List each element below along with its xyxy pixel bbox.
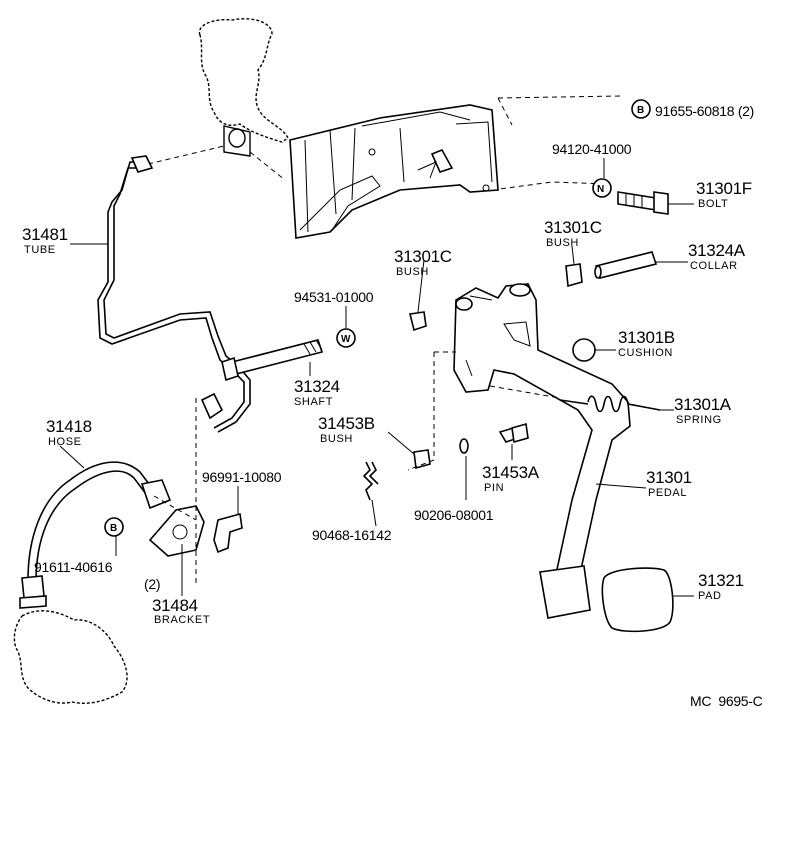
name-31301c-left: BUSH [396, 266, 429, 278]
mark-b-top-label: B [637, 105, 644, 116]
label-31301: 31301 [646, 468, 692, 487]
label-90468: 90468-16142 [312, 527, 392, 543]
cushion-31301b [572, 338, 596, 362]
leader-lines [59, 158, 694, 597]
shaft-31324 [221, 339, 324, 382]
washer-90206 [459, 438, 469, 454]
pin-31453a [498, 422, 529, 444]
spring-31301a [559, 395, 661, 413]
label-31453a: 31453A [482, 463, 540, 482]
label-31301a: 31301A [674, 395, 732, 414]
label-31301f: 31301F [696, 179, 752, 198]
callout-labels: 91655-60818 (2) 94120-41000 31301F BOLT … [22, 103, 763, 709]
dashed-guides-top [147, 95, 621, 191]
qty-91611: (2) [144, 576, 160, 592]
name-31301a: SPRING [676, 414, 722, 426]
label-94531: 94531-01000 [294, 289, 374, 305]
name-31453b: BUSH [320, 433, 353, 445]
label-31301b: 31301B [618, 328, 675, 347]
mark-b-bottom-label: B [110, 523, 117, 534]
nut-94120: N [592, 178, 612, 198]
bracket-31484 [148, 398, 205, 584]
label-31321: 31321 [698, 571, 744, 590]
name-31484: BRACKET [154, 614, 210, 626]
clip-96991 [213, 512, 243, 554]
label-31301c-left: 31301C [394, 247, 452, 266]
pad-31321 [601, 567, 674, 633]
name-31321: PAD [698, 590, 722, 602]
name-31301: PEDAL [648, 487, 687, 499]
label-31484: 31484 [152, 596, 198, 615]
label-31481: 31481 [22, 225, 68, 244]
label-31324a: 31324A [688, 241, 746, 260]
bolt-31301f [617, 191, 669, 215]
mark-b-top: B [631, 99, 651, 119]
bush-31453b [387, 431, 431, 470]
clip-90468 [362, 461, 379, 501]
name-31301f: BOLT [698, 198, 728, 210]
name-31453a: PIN [484, 482, 504, 494]
label-31453b: 31453B [318, 414, 375, 433]
label-31324: 31324 [294, 377, 340, 396]
label-31301c-right: 31301C [544, 218, 602, 237]
washer-mark: W [341, 334, 351, 345]
collar-31324a [594, 251, 658, 279]
hose-31418 [19, 461, 172, 609]
washer-94531: W [336, 328, 356, 348]
slave-cylinder-outline [13, 610, 128, 704]
label-94120: 94120-41000 [552, 141, 632, 157]
name-31324a: COLLAR [690, 260, 738, 272]
pedal-31301 [407, 283, 631, 619]
pedal-support-bracket [289, 104, 499, 239]
label-96991: 96991-10080 [202, 469, 282, 485]
name-31324: SHAFT [294, 396, 333, 408]
nut-mark: N [597, 184, 604, 195]
bush-31301c-left [409, 259, 427, 332]
master-cylinder-outline [198, 18, 289, 157]
bush-31301c-right [565, 245, 583, 288]
name-31418: HOSE [48, 436, 82, 448]
name-31301b: CUSHION [618, 347, 673, 359]
name-31481: TUBE [24, 244, 56, 256]
diagram-code: MC 9695-C [690, 693, 763, 709]
label-90206: 90206-08001 [414, 507, 494, 523]
label-31418: 31418 [46, 417, 92, 436]
tube-31481 [97, 155, 251, 433]
label-91611: 91611-40616 [34, 559, 113, 575]
mark-b-bottom: B [104, 517, 124, 537]
label-91655: 91655-60818 (2) [655, 103, 754, 119]
name-31301c-right: BUSH [546, 237, 579, 249]
